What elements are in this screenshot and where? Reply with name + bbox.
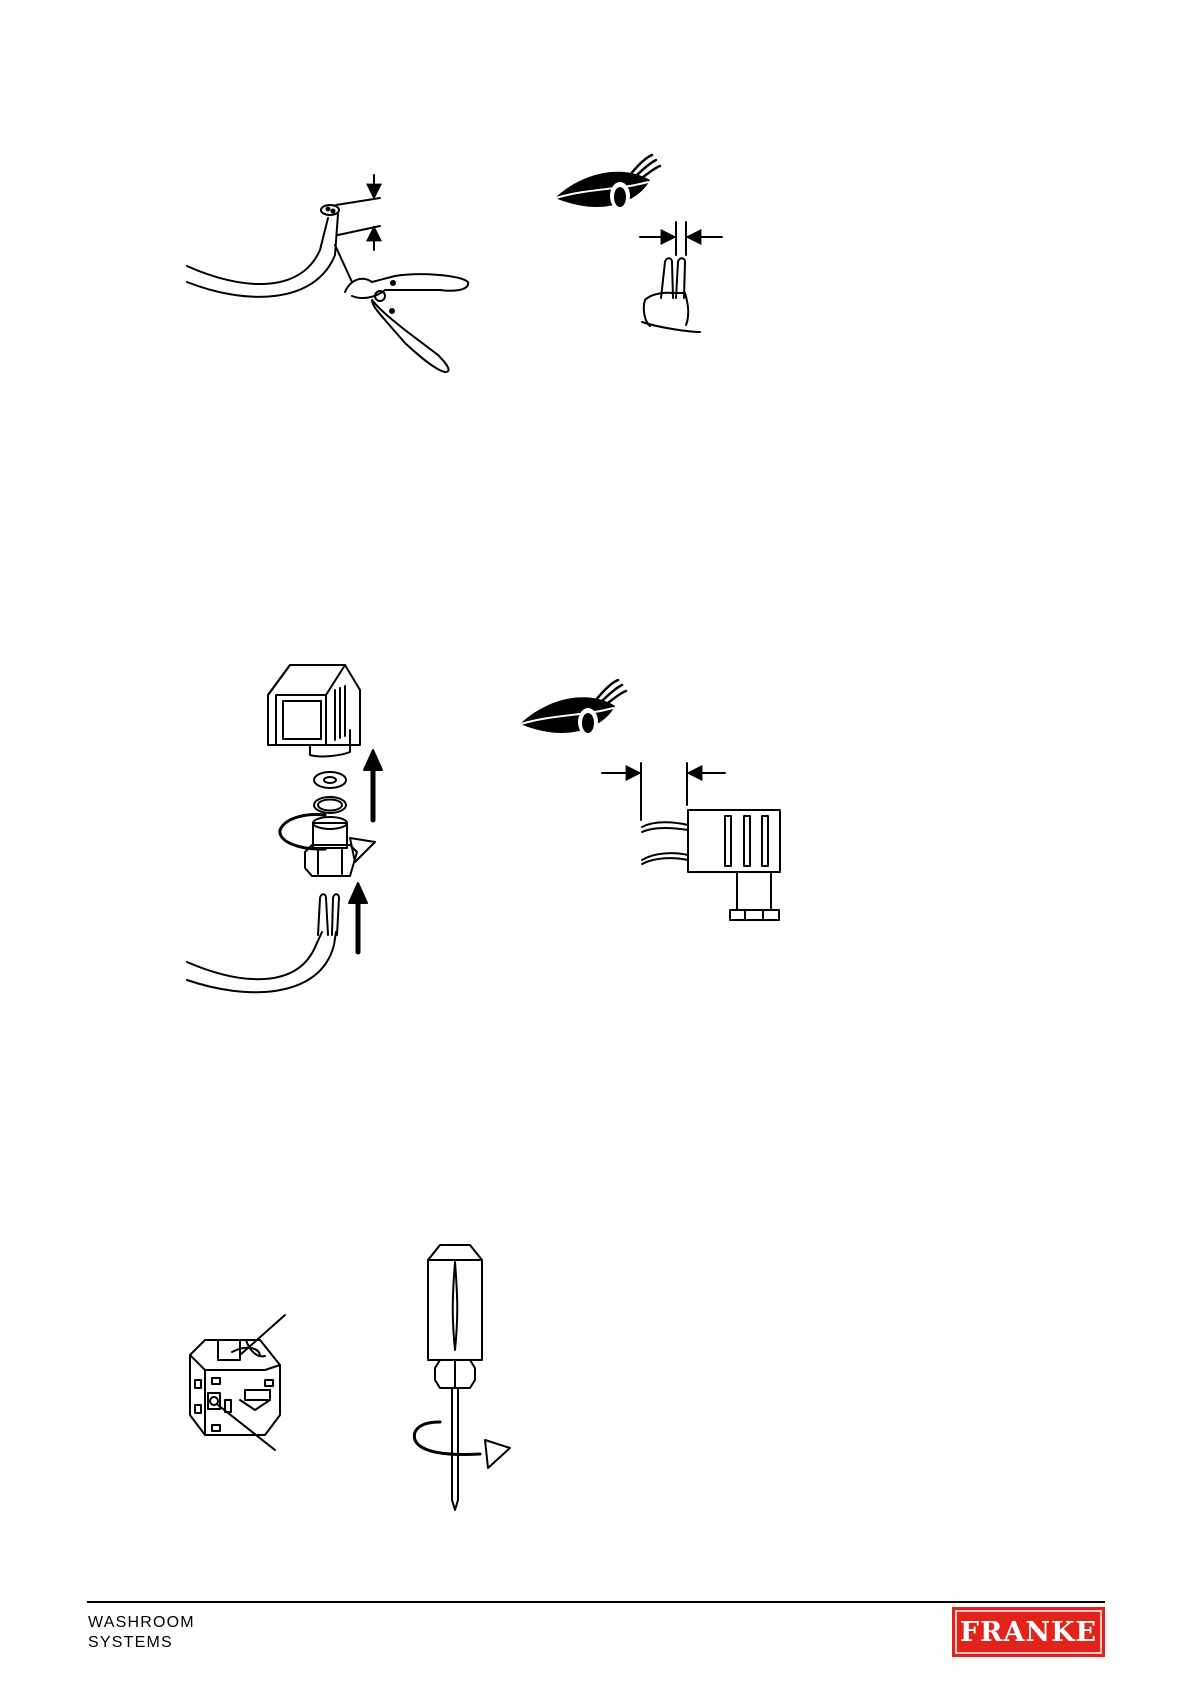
footer-line-1: WASHROOM — [88, 1613, 195, 1633]
inspect-eye-icon — [555, 155, 660, 210]
terminal-block-illustration — [190, 1315, 285, 1450]
footer-divider — [87, 1601, 1105, 1603]
connector-assembly-illustration — [187, 665, 382, 992]
footer-line-2: SYSTEMS — [88, 1633, 195, 1653]
footer-brand-text: WASHROOM SYSTEMS — [88, 1613, 195, 1653]
connector-wire-length-detail — [602, 763, 780, 920]
inspect-eye-icon — [520, 680, 626, 736]
wire-stripper-icon — [335, 245, 468, 372]
franke-logo: FRANKE — [952, 1607, 1105, 1657]
stripped-wire-detail — [640, 222, 722, 332]
logo-wordmark: FRANKE — [952, 1607, 1105, 1657]
screwdriver-icon — [414, 1245, 510, 1510]
